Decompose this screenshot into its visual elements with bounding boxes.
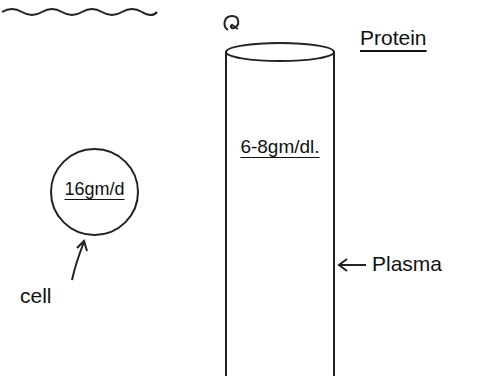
plasma-arrowhead: [339, 259, 347, 271]
circle-shape: [51, 149, 138, 235]
plasma-arrow: [339, 264, 366, 266]
tube-wall: [333, 52, 335, 376]
cell-circle: 16gm/d: [50, 148, 139, 236]
wavy-line: [2, 9, 157, 15]
cell-arrowhead: [77, 241, 87, 251]
part-label: Plasma: [372, 252, 442, 275]
part-label: cell: [20, 284, 52, 307]
tube-wall: [225, 52, 227, 376]
tube-top: [226, 43, 334, 61]
node-text: 6-8gm/dl.: [240, 137, 319, 158]
node-text: 16gm/d: [64, 180, 124, 200]
tube-outline: [225, 42, 335, 376]
loop-mark: [225, 16, 239, 30]
heading-label: Protein: [360, 26, 427, 49]
plasma-tube: 6-8gm/dl.: [225, 42, 335, 376]
